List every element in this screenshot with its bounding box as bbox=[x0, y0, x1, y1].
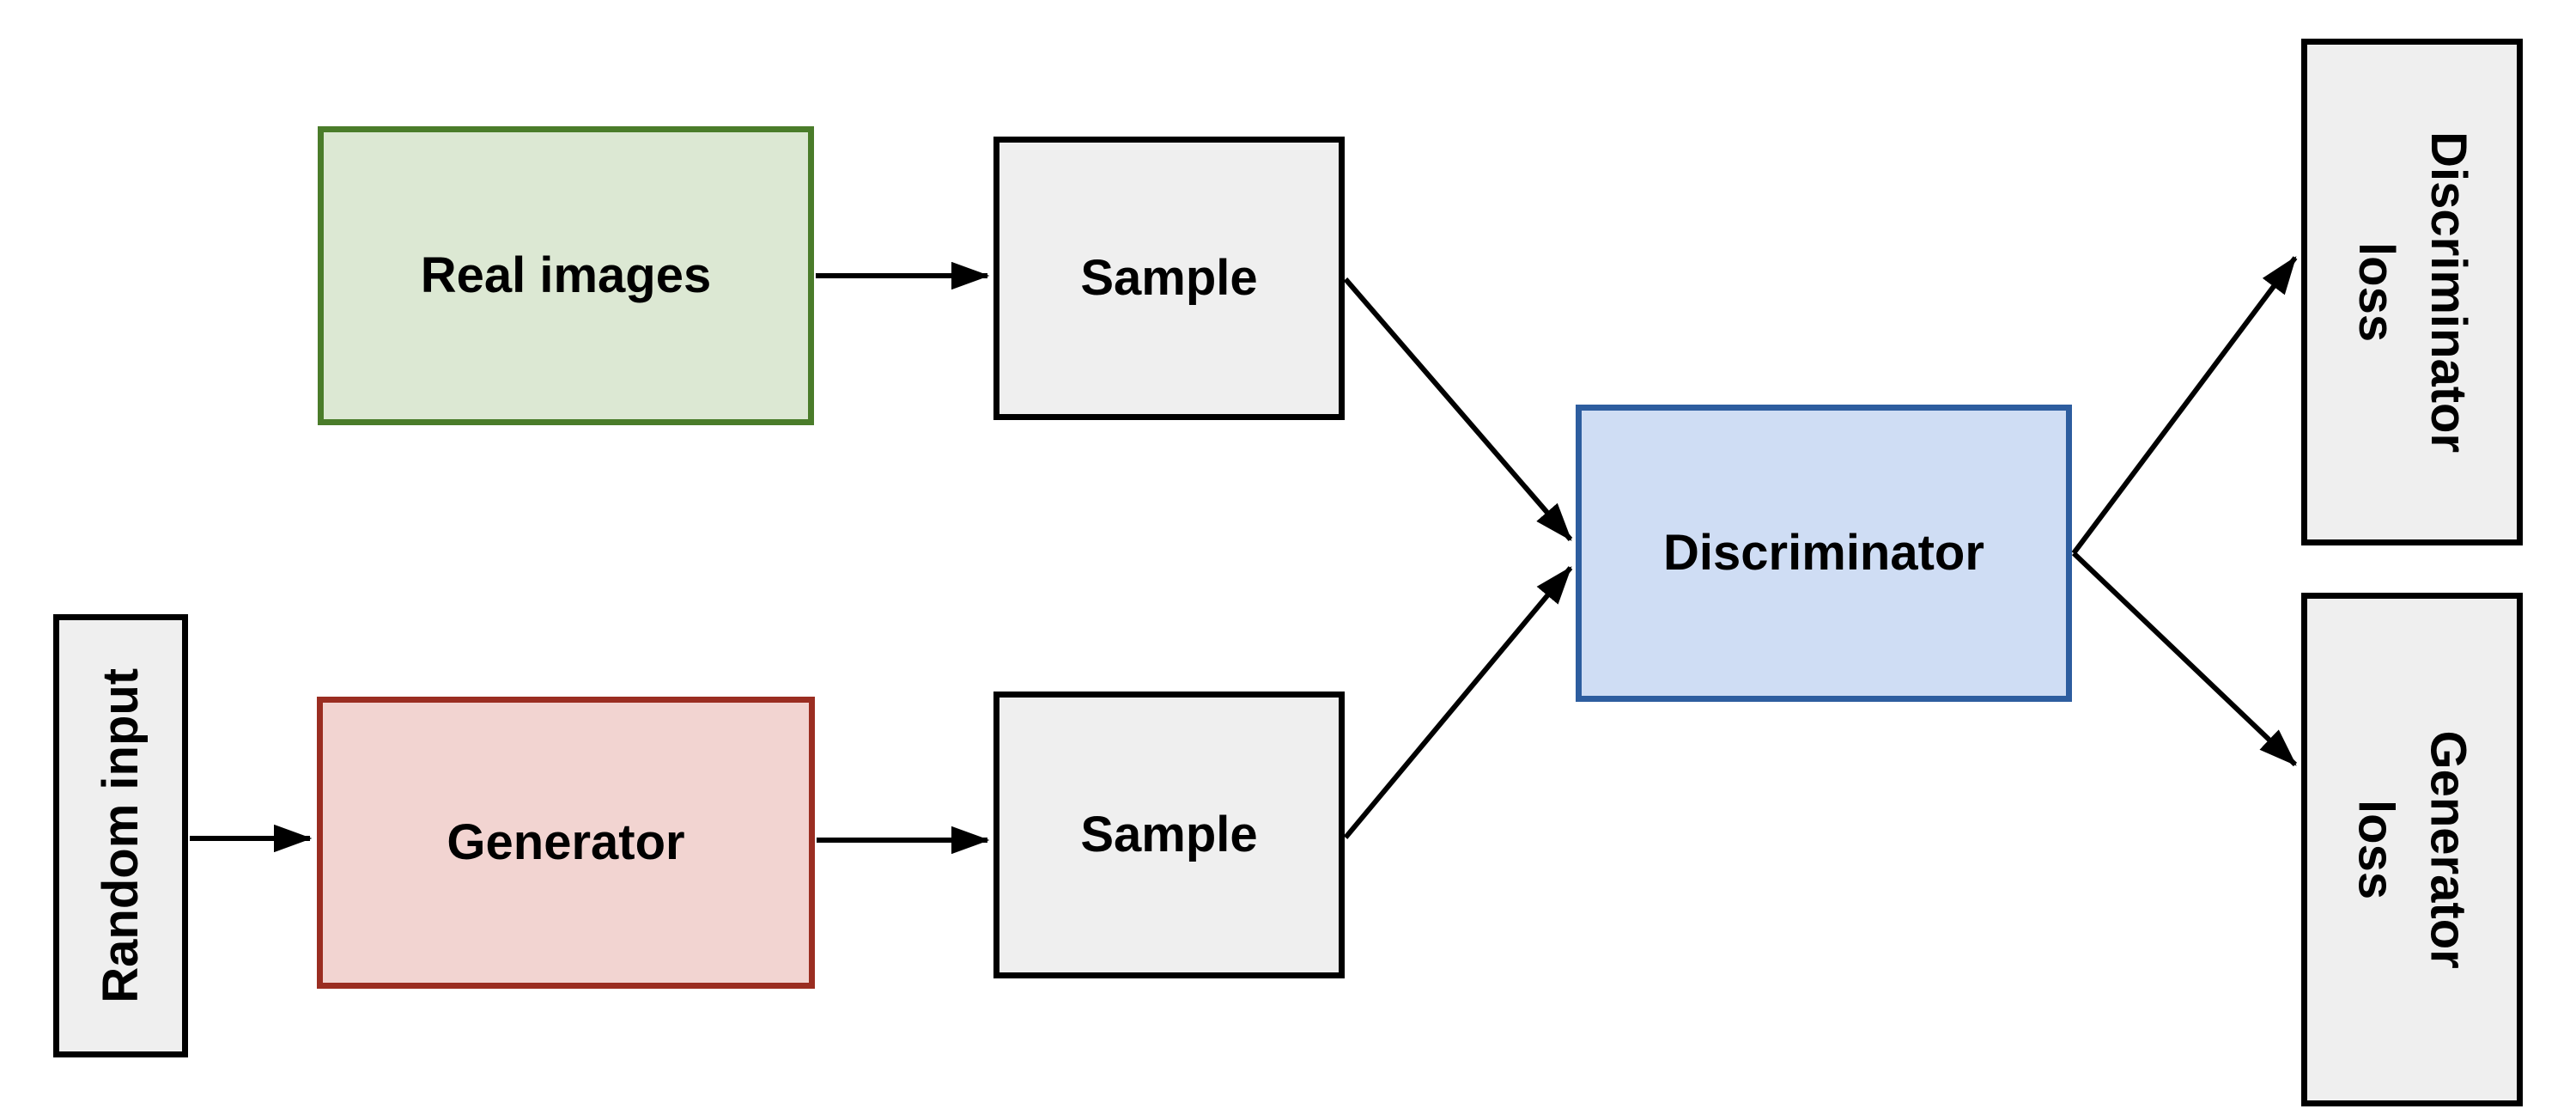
arrow-discriminator-to-discriminator_loss bbox=[2071, 256, 2298, 555]
node-sample-top: Sample bbox=[993, 137, 1345, 420]
node-random-input: Random input bbox=[53, 614, 188, 1057]
arrow-discriminator-to-generator_loss bbox=[2071, 551, 2298, 767]
node-discriminator-label: Discriminator bbox=[1663, 525, 1984, 582]
node-generator-loss-label: Generator loss bbox=[2348, 730, 2477, 969]
node-real-images: Real images bbox=[318, 126, 814, 425]
node-random-input-label: Random input bbox=[92, 668, 149, 1003]
node-discriminator-loss: Discriminator loss bbox=[2301, 39, 2523, 545]
node-generator-label: Generator bbox=[447, 814, 685, 871]
arrow-sample_top-to-discriminator bbox=[1343, 277, 1573, 541]
node-real-images-label: Real images bbox=[420, 247, 712, 304]
node-discriminator-loss-label: Discriminator loss bbox=[2348, 131, 2477, 453]
node-sample-bottom: Sample bbox=[993, 692, 1345, 978]
arrow-sample_bottom-to-discriminator bbox=[1343, 566, 1573, 839]
node-generator: Generator bbox=[317, 697, 815, 989]
node-sample-top-label: Sample bbox=[1080, 250, 1258, 307]
node-generator-loss: Generator loss bbox=[2301, 593, 2523, 1106]
node-sample-bottom-label: Sample bbox=[1080, 807, 1258, 863]
node-discriminator: Discriminator bbox=[1576, 405, 2072, 702]
